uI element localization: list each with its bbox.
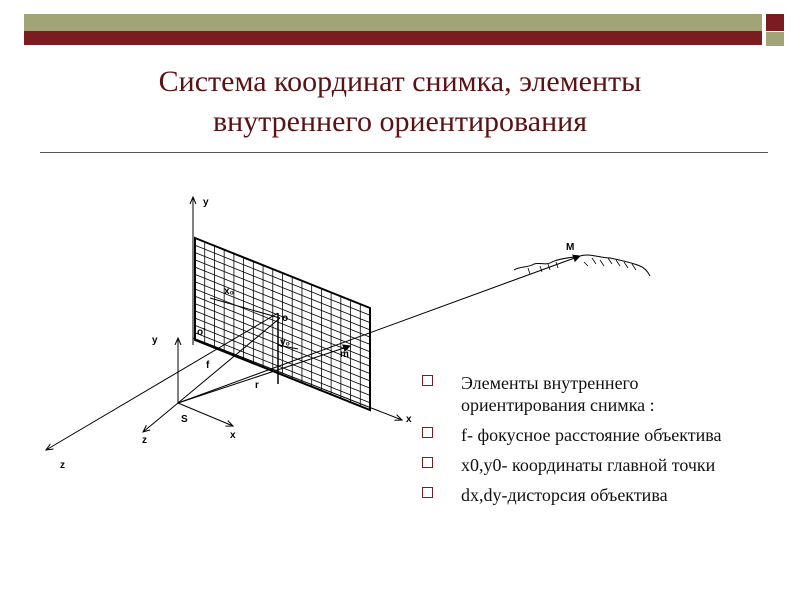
grid-line-horizontal [194,274,371,345]
grid-line-horizontal [194,252,371,323]
grid-line-horizontal [194,317,371,389]
label-S: S [181,414,188,425]
bullet-item: dx,dy-дисторсия объектива [420,484,760,506]
grid-line-horizontal [194,325,371,396]
focal-line [177,317,281,404]
label-y-left: y [152,335,158,346]
bullet-text: dx,dy-дисторсия объектива [461,485,668,505]
title-line-2: внутреннего ориентирования [212,105,588,138]
bullet-text: Элементы внутреннего ориентирования сним… [461,373,655,415]
bullet-square-icon [422,427,433,438]
x0-line [209,297,281,319]
grid-line-horizontal [194,281,371,353]
label-M: M [566,242,574,253]
bullet-list: Элементы внутреннего ориентирования сним… [420,372,760,514]
s-z-axis [143,402,179,432]
grid-line-horizontal [194,266,371,338]
slide-title: Система координат снимка, элементы внутр… [40,62,760,142]
label-o-prime: o' [197,327,206,338]
bullet-square-icon [422,487,433,498]
terrain-profile [513,254,651,277]
corner-square-olive [766,32,784,46]
bullet-item: x0,y0- координаты главной точки [420,454,760,476]
label-x-image: x [406,414,412,425]
grid-line-horizontal [194,259,371,331]
ray-r [177,344,351,404]
header-bar-red [24,31,762,45]
label-o: o [282,313,288,324]
bullet-square-icon [422,375,433,386]
image-plane-grid [194,236,371,412]
image-x-axis [192,337,402,420]
ray-s-m [177,254,581,404]
title-line-1: Система координат снимка, элементы [158,65,642,98]
bullet-square-icon [422,457,433,468]
grid-line-horizontal [194,295,371,367]
label-z-small: z [142,435,147,446]
grid-line-horizontal [194,288,371,360]
s-x-axis [177,402,233,426]
label-x-small: x [230,430,236,441]
corner-square-red [766,14,784,31]
z-axis-long [46,312,279,450]
bullet-item: f- фокусное расстояние объектива [420,424,760,446]
grid-line-horizontal [194,303,371,374]
label-m: m [340,349,349,360]
header-bar-olive [24,14,762,31]
label-x0: x₀ [224,286,234,297]
title-divider [40,152,768,153]
grid-line-horizontal [194,244,371,316]
label-z-big: z [60,460,65,471]
label-r: r [255,380,259,391]
label-y-top: y [203,197,209,208]
y0-line [277,344,299,350]
bullet-text: x0,y0- координаты главной точки [461,455,716,475]
label-y0: y₀ [280,337,290,348]
label-f: f [206,360,210,371]
bullet-item: Элементы внутреннего ориентирования сним… [420,372,760,416]
bullet-text: f- фокусное расстояние объектива [461,425,722,445]
